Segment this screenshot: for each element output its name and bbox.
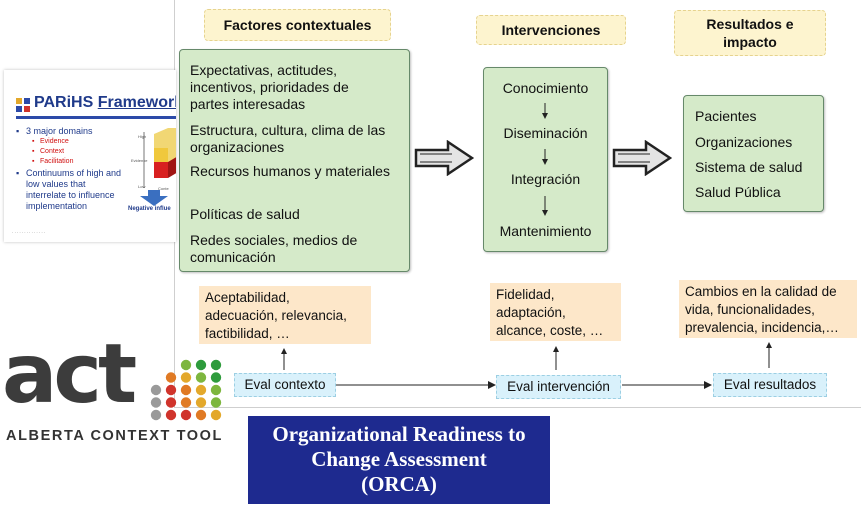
interventions-box: Conocimiento Diseminación Integración Ma… [483,67,608,252]
parihs-domain-item: Evidence [32,137,73,147]
act-logo-dot [210,372,222,383]
parihs-cube-label: Low [138,184,146,189]
act-logo-dot [210,397,222,408]
eval-intervention-box: Eval intervención [496,375,621,399]
intervention-criteria-note: Fidelidad, adaptación, alcance, coste, … [490,283,621,341]
parihs-domain-list: Evidence Context Facilitation [32,137,74,167]
act-logo-dot [180,372,192,383]
header-interventions: Intervenciones [476,15,626,45]
parihs-cube-graphic [143,128,176,188]
contextual-factor-item: Recursos humanos y materiales [190,163,390,179]
results-criteria-note: Cambios en la calidad de vida, funcional… [679,280,857,338]
header-results-line: Resultados e [706,16,794,32]
orca-line: Organizational Readiness to [272,422,526,446]
act-logo-dot [195,372,207,383]
intervention-step: Integración [510,171,581,187]
act-logo-dot [165,409,177,421]
header-results-line: impacto [723,34,777,50]
act-logo-dot [165,372,177,383]
down-arrow-icon [140,190,168,206]
parihs-logo-icon [16,98,30,112]
act-logo-dot [210,384,222,396]
act-logo-dot [180,397,192,408]
up-arrow-icon [553,346,559,370]
parihs-footer-text: · · · · · · · · · · · · · · [12,230,46,235]
parihs-cube-label: Evidence [131,158,148,163]
contextual-factors-box: Expectativas, actitudes, incentivos, pri… [179,49,410,272]
right-arrow-icon [612,140,672,176]
act-logo-dot [210,359,222,371]
parihs-cube-label: High [138,134,147,139]
header-results: Resultados e impacto [674,10,826,56]
act-logo-dot [180,409,192,421]
header-contextual-factors: Factores contextuales [204,9,391,41]
result-item: Organizaciones [695,134,793,150]
results-box: Pacientes Organizaciones Sistema de salu… [683,95,824,212]
orca-line: Change Assessment [311,447,487,471]
result-item: Salud Pública [695,184,781,200]
result-item: Pacientes [695,108,757,124]
act-logo-dot [150,409,162,421]
act-logo-dot [210,409,222,421]
down-arrow-icon [542,103,548,119]
right-arrow-icon [336,381,496,389]
act-logo-dot [195,359,207,371]
contextual-factor-item: Expectativas, actitudes, incentivos, pri… [190,62,349,112]
divider-horizontal [174,407,861,408]
act-logo-dots-icon [150,359,222,421]
act-logo-dot [165,384,177,396]
down-arrow-icon [542,196,548,216]
context-criteria-note: Aceptabilidad, adecuación, relevancia, f… [199,286,371,344]
down-arrow-icon [542,149,548,165]
up-arrow-icon [281,348,287,370]
act-logo-dot [150,384,162,396]
intervention-step: Mantenimiento [499,223,592,239]
intervention-step: Diseminación [503,125,588,141]
parihs-domain-item: Facilitation [32,157,74,167]
up-arrow-icon [766,342,772,368]
act-logo-dot [150,397,162,408]
eval-results-box: Eval resultados [713,373,827,397]
result-item: Sistema de salud [695,159,803,175]
act-logo-wordmark: act [2,327,137,422]
parihs-title: PARiHS Framework [34,94,176,112]
act-logo-dot [195,409,207,421]
right-arrow-icon [414,140,474,176]
parihs-title-suffix: Framework [97,94,176,111]
contextual-factor-item: Estructura, cultura, clima de las organi… [190,122,386,155]
act-logo-dot [180,359,192,371]
parihs-slide-thumbnail: PARiHS Framework 3 major domains Evidenc… [4,70,176,242]
parihs-cube-label: Conte [158,186,169,191]
parihs-negative-label: Negative influe [128,206,171,212]
act-logo-dot [180,384,192,396]
parihs-domain-item: Context [32,147,73,157]
act-logo-dot [195,397,207,408]
act-logo-dot [195,384,207,396]
parihs-title-rule [16,116,176,119]
orca-line: (ORCA) [361,472,437,496]
orca-title-block: Organizational Readiness to Change Asses… [248,416,550,504]
parihs-title-prefix: PARiHS [34,94,94,111]
right-arrow-icon [622,381,712,389]
parihs-bullet-continuums: Continuums of high and low values that i… [16,168,126,212]
act-logo-dot [165,397,177,408]
contextual-factor-item: Redes sociales, medios de comunicación [190,232,358,265]
intervention-step: Conocimiento [502,80,589,96]
parihs-bullet-domains: 3 major domains [26,126,93,137]
act-logo-subtitle: ALBERTA CONTEXT TOOL [6,428,224,444]
contextual-factor-item: Políticas de salud [190,206,300,222]
eval-context-box: Eval contexto [234,373,336,397]
